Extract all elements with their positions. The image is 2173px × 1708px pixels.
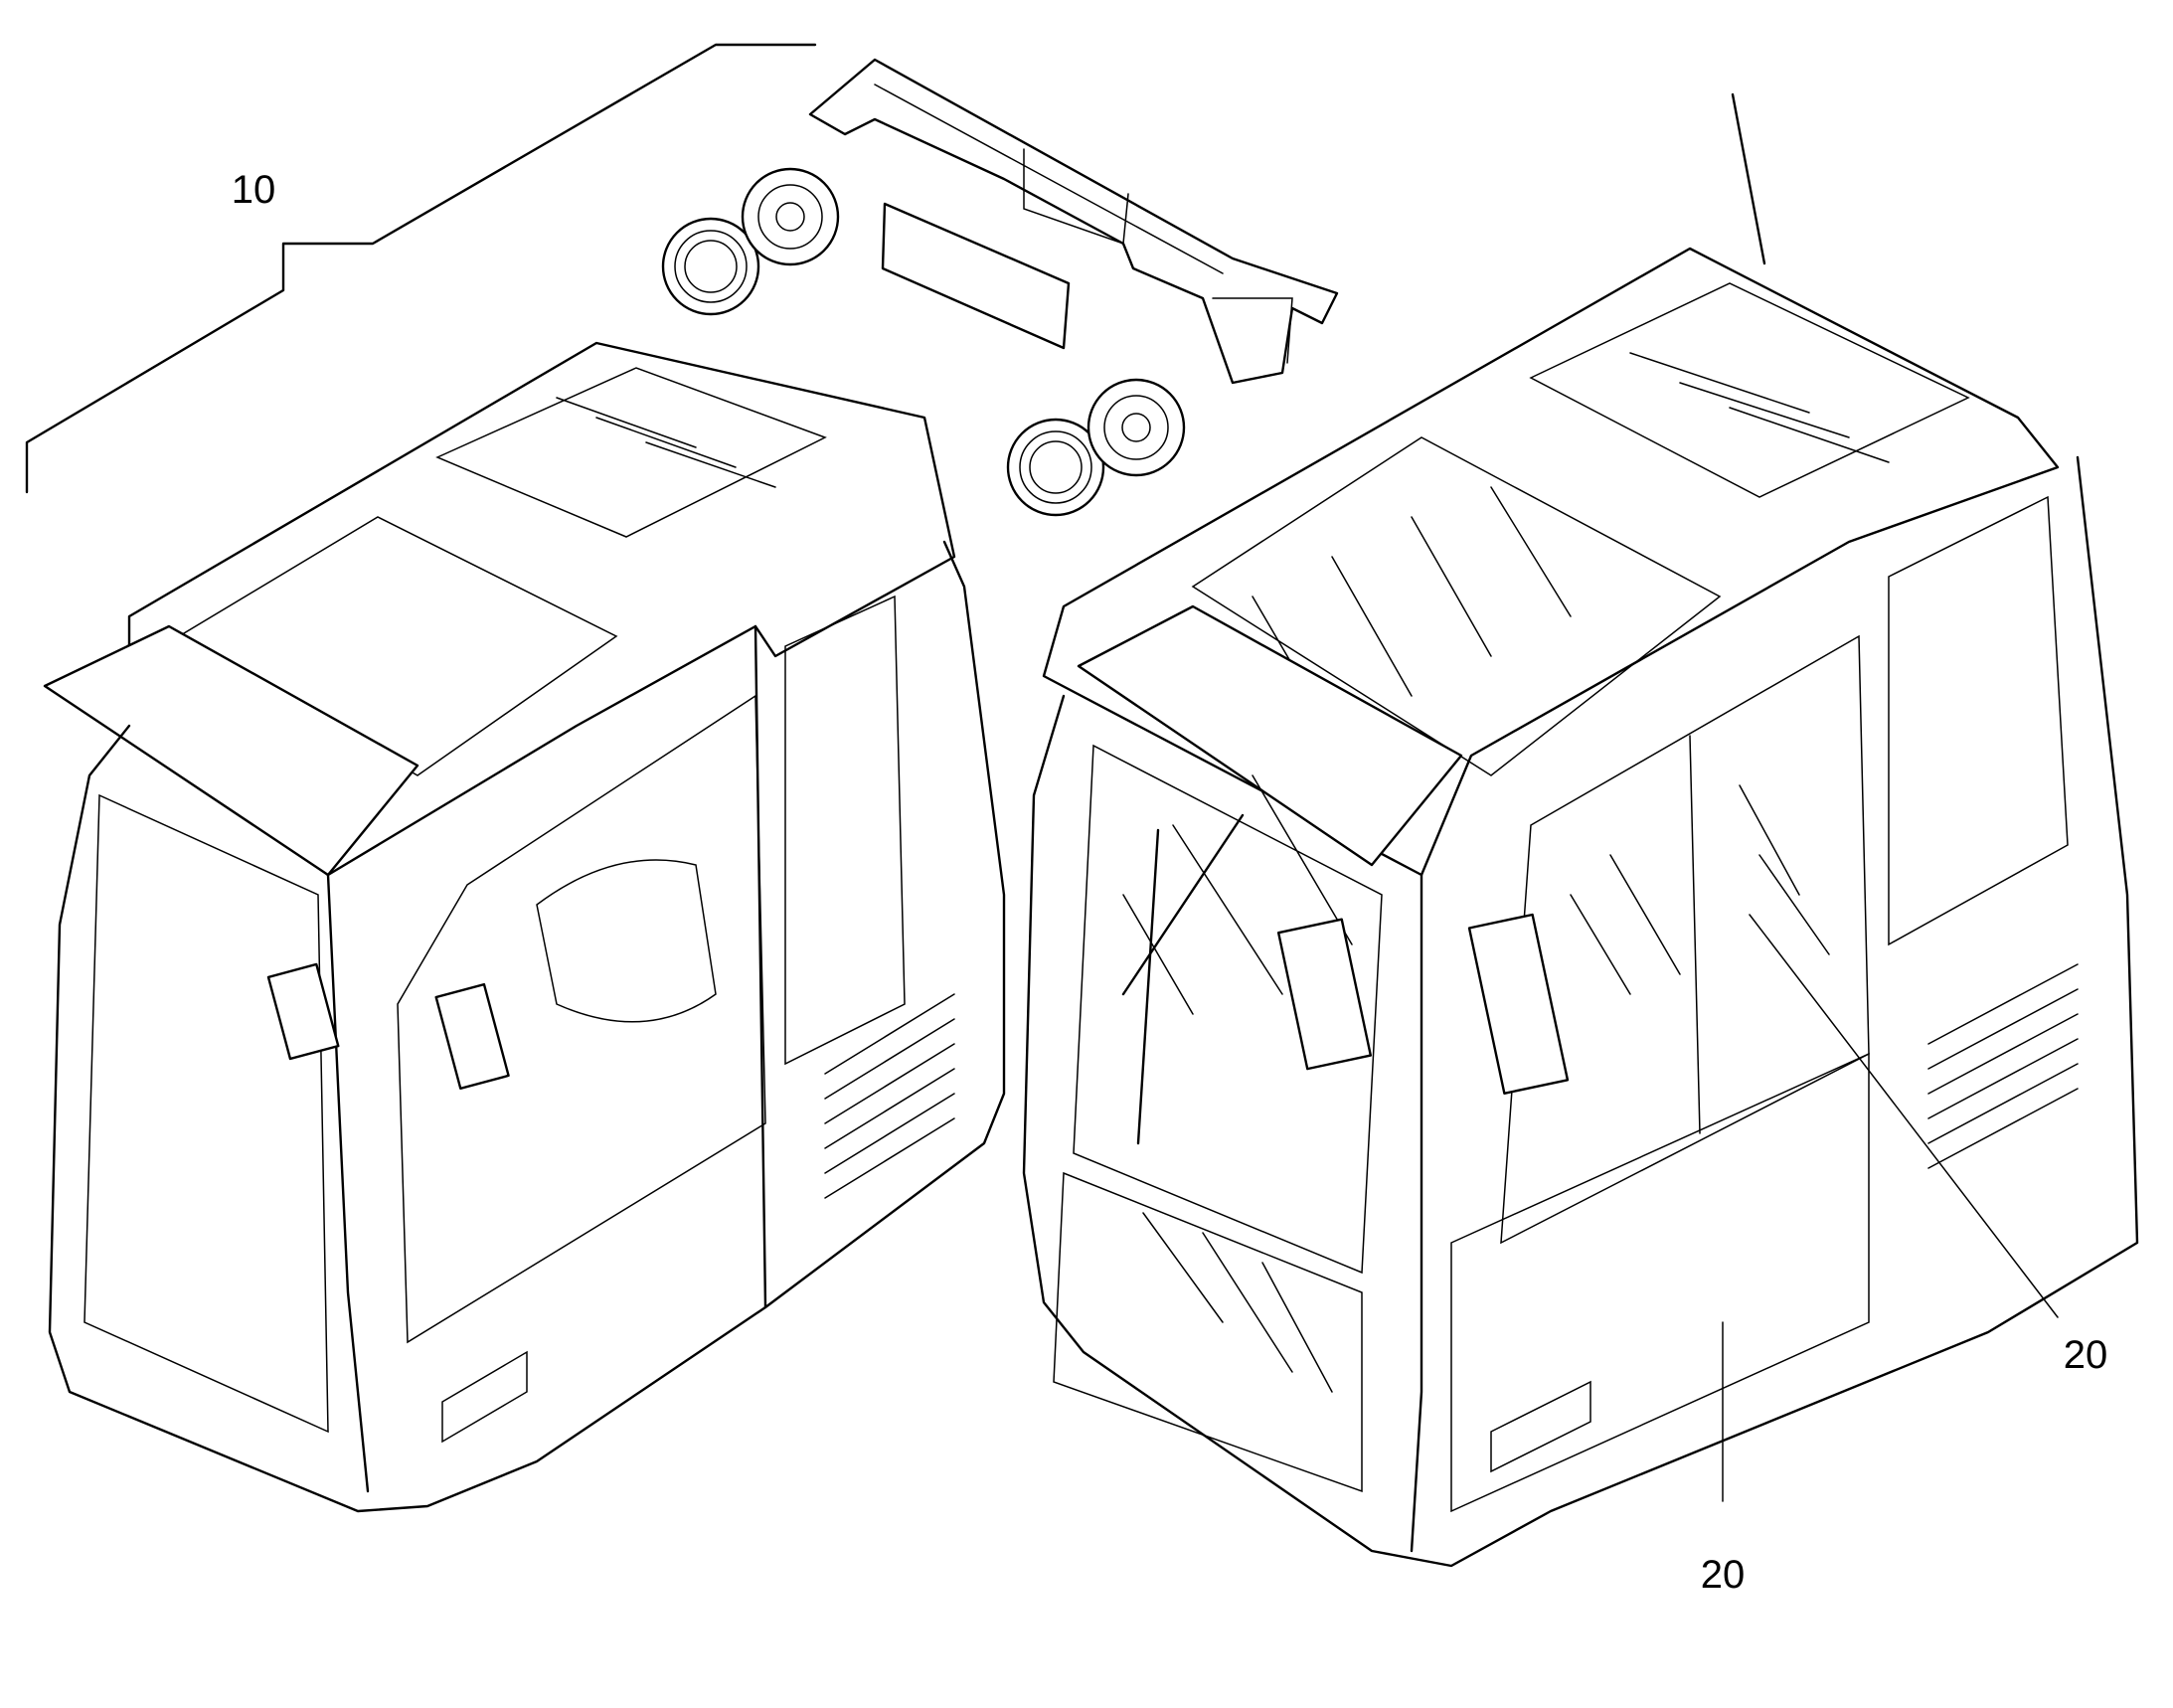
callout-20-window-leader: [1749, 914, 2059, 1318]
callout-10: 10: [232, 168, 276, 212]
label-plate: [881, 202, 1071, 350]
speaker-grille-left: [661, 217, 760, 316]
speaker-right: [1086, 378, 1186, 477]
cab-frame-left: [43, 341, 1006, 1513]
callout-10-bracket: [25, 43, 817, 494]
callout-20-door: 20: [1701, 1321, 1746, 1597]
callout-10-label: 10: [232, 168, 276, 212]
callout-20-window: 20: [1749, 914, 2108, 1377]
overhead-console: [808, 58, 1339, 385]
speaker-left: [741, 167, 840, 266]
callout-20-window-label: 20: [2064, 1333, 2108, 1377]
cab-glazed-right: [1022, 92, 2139, 1568]
speaker-grille-right: [1006, 418, 1105, 517]
callout-20-door-label: 20: [1701, 1553, 1746, 1597]
